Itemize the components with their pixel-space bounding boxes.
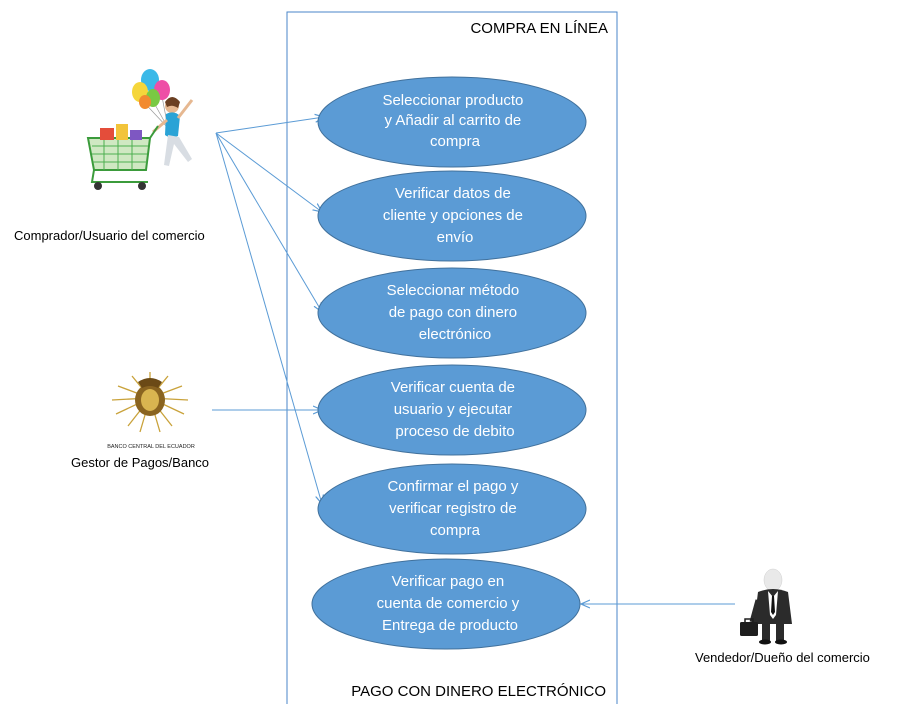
- system-title: COMPRA EN LÍNEA: [470, 20, 608, 37]
- use-case-6-text: Verificar pago en cuenta de comercio y E…: [377, 573, 524, 634]
- use-case-4[interactable]: Verificar cuenta de usuario y ejecutar p…: [317, 364, 587, 456]
- use-case-2-text: Verificar datos de cliente y opciones de…: [383, 185, 527, 246]
- actor-buyer-label: Comprador/Usuario del comercio: [14, 228, 205, 243]
- assoc-buyer-uc5: [215, 132, 322, 504]
- associations: [212, 117, 735, 604]
- businessman-with-briefcase-icon: [740, 568, 792, 645]
- use-case-2[interactable]: Verificar datos de cliente y opciones de…: [317, 170, 587, 262]
- use-case-4-text: Verificar cuenta de usuario y ejecutar p…: [391, 379, 519, 440]
- use-case-1-text: Seleccionar producto y Añadir al carrito…: [382, 92, 527, 150]
- use-case-3-text: Seleccionar método de pago con dinero el…: [387, 282, 524, 343]
- use-case-6[interactable]: Verificar pago en cuenta de comercio y E…: [311, 558, 581, 650]
- system-subtitle: PAGO CON DINERO ELECTRÓNICO: [351, 683, 606, 700]
- assoc-buyer-uc1: [215, 117, 324, 134]
- use-case-5[interactable]: Confirmar el pago y verificar registro d…: [317, 463, 587, 555]
- actor-bank-label: Gestor de Pagos/Banco: [71, 455, 209, 470]
- shopper-with-cart-and-balloons-icon: [86, 69, 194, 190]
- system-boundary: [286, 11, 618, 704]
- use-case-1[interactable]: Seleccionar producto y Añadir al carrito…: [317, 76, 587, 168]
- bank-seal-text: BANCO CENTRAL DEL ECUADOR: [107, 444, 195, 450]
- assoc-buyer-uc3: [215, 132, 322, 312]
- use-case-5-text: Confirmar el pago y verificar registro d…: [387, 478, 522, 539]
- assoc-buyer-uc2: [215, 132, 322, 212]
- use-case-3[interactable]: Seleccionar método de pago con dinero el…: [317, 267, 587, 359]
- actor-seller-label: Vendedor/Dueño del comercio: [695, 650, 870, 665]
- central-bank-seal-icon: BANCO CENTRAL DEL ECUADOR: [107, 372, 195, 450]
